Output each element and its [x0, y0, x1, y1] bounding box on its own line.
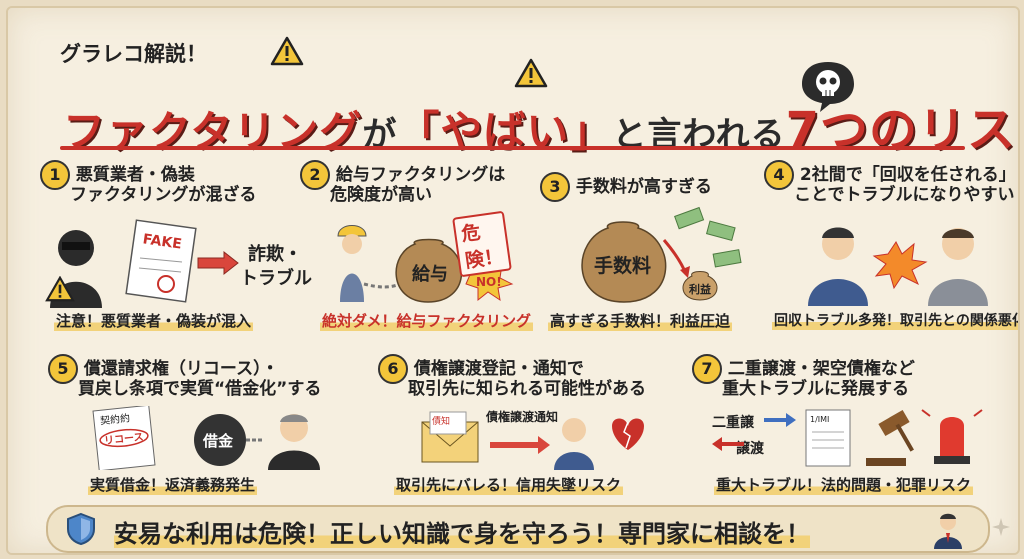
risk-7-title-line1: 二重譲渡・架空債権など: [727, 359, 915, 379]
risk-1-title-line2: ファクタリングが混ざる: [70, 185, 257, 205]
risk-4-title-line1: 2社間で「回収を任される」: [799, 165, 1016, 185]
recourse-label: リコース: [104, 431, 145, 447]
risk-2-title-line2: 危険度が高い: [330, 185, 432, 205]
risk-4-number: 4: [764, 160, 794, 190]
risk-2-caption-text: 絶対ダメ！給与ファクタリング: [322, 312, 531, 330]
fee-bag-illustration: 手数料 利益: [581, 206, 742, 303]
risk-3-title-line1: 手数料が高すぎる: [575, 177, 712, 197]
no-label: NO!: [476, 275, 502, 289]
skull-icon: [802, 62, 854, 112]
risk-2-number: 2: [300, 160, 330, 190]
fake-doc-label: FAKE: [142, 231, 183, 252]
risk-7-title: 7 二重譲渡・架空債権など: [692, 354, 915, 384]
risk-6-title-line1: 債権譲渡登記・通知で: [413, 359, 584, 379]
sparkle-icon: [992, 518, 1010, 536]
risk-5-caption: 実質借金！返済義務発生: [88, 474, 258, 495]
risk-7-number: 7: [692, 354, 722, 384]
fee-bag-label: 手数料: [594, 254, 651, 277]
risk-4-caption: 回収トラブル多発！取引先との関係悪化: [772, 310, 1018, 330]
risk-2-title-line1: 給与ファクタリングは: [335, 165, 506, 185]
risk-1-title-line1: 悪質業者・偽装: [75, 165, 195, 185]
footer-message: 安易な利用は危険！正しい知識で身を守ろう！専門家に相談を！: [114, 514, 810, 549]
risk-1-arrow-label-2: トラブル: [240, 268, 312, 289]
risk-5-number: 5: [48, 354, 78, 384]
double-transfer-label-1: 二重譲: [712, 415, 754, 431]
transfer-notice-label: 債権譲渡通知: [486, 410, 559, 424]
contract-label: 契約約: [99, 411, 130, 427]
risk-1-caption: 注意！悪質業者・偽装が混入: [54, 310, 254, 331]
risk-6-caption: 取引先にバレる！信用失墜リスク: [394, 474, 624, 495]
risk-1-title: 1 悪質業者・偽装: [40, 160, 195, 190]
header-subtitle: グラレコ解説！: [60, 42, 207, 66]
risk-5-title: 5 償還請求権（リコース）・: [48, 354, 279, 384]
legal-illustration: 1/IMI: [712, 409, 983, 467]
risk-3-number: 3: [540, 172, 570, 202]
envelope-label: 債知: [432, 415, 450, 427]
risk-6-title: 6 債権譲渡登記・通知で: [378, 354, 584, 384]
debt-illustration: 契約約 リコース 借金: [92, 406, 320, 470]
risk-3-caption: 高すぎる手数料！利益圧迫: [548, 310, 733, 331]
arrow-right-icon: [197, 250, 239, 276]
risk-6-title-line2: 取引先に知られる可能性がある: [408, 379, 646, 399]
infographic-page: グラレコ解説！ ファクタリングが「やばい」と言われる7つのリスク 1 悪質業者・…: [6, 6, 1020, 555]
risk-4-title: 4 2社間で「回収を任される」: [764, 160, 1016, 190]
notification-illustration: 債知: [421, 411, 644, 470]
risk-2-title: 2 給与ファクタリングは: [300, 160, 505, 190]
danger-stamp: 危険！: [452, 210, 512, 278]
debt-ball-label: 借金: [202, 432, 234, 450]
risk-1-arrow-label-1: 詐欺・: [248, 244, 302, 265]
risk-3-title: 3 手数料が高すぎる: [540, 172, 712, 202]
profit-bag-label: 利益: [689, 282, 711, 296]
salary-bag-label: 給与: [412, 263, 448, 285]
risk-4-title-line2: ことでトラブルになりやすい: [794, 185, 1015, 205]
risk-2-caption: 絶対ダメ！給与ファクタリング: [320, 310, 533, 331]
footer-message-text: 安易な利用は危険！正しい知識で身を守ろう！専門家に相談を！: [114, 520, 810, 548]
fraud-illustration: FAKE: [50, 219, 197, 308]
legal-doc-label: 1/IMI: [810, 415, 829, 424]
shield-icon: [67, 512, 95, 546]
warning-icon: [45, 276, 75, 302]
risk-1-number: 1: [40, 160, 70, 190]
risk-7-title-line2: 重大トラブルに発展する: [722, 379, 909, 399]
consultant-icon: [934, 513, 962, 549]
warning-icon: [514, 58, 548, 88]
risk-7-caption: 重大トラブル！法的問題・犯罪リスク: [714, 474, 974, 495]
risk-5-title-line1: 償還請求権（リコース）・: [83, 359, 279, 379]
warning-icon: [270, 36, 304, 66]
footer-banner: 安易な利用は危険！正しい知識で身を守ろう！専門家に相談を！: [46, 505, 990, 553]
title-underline: [60, 146, 965, 150]
risk-6-number: 6: [378, 354, 408, 384]
conflict-illustration: [808, 227, 988, 306]
risk-5-title-line2: 買戻し条項で実質“借金化”する: [78, 379, 322, 399]
